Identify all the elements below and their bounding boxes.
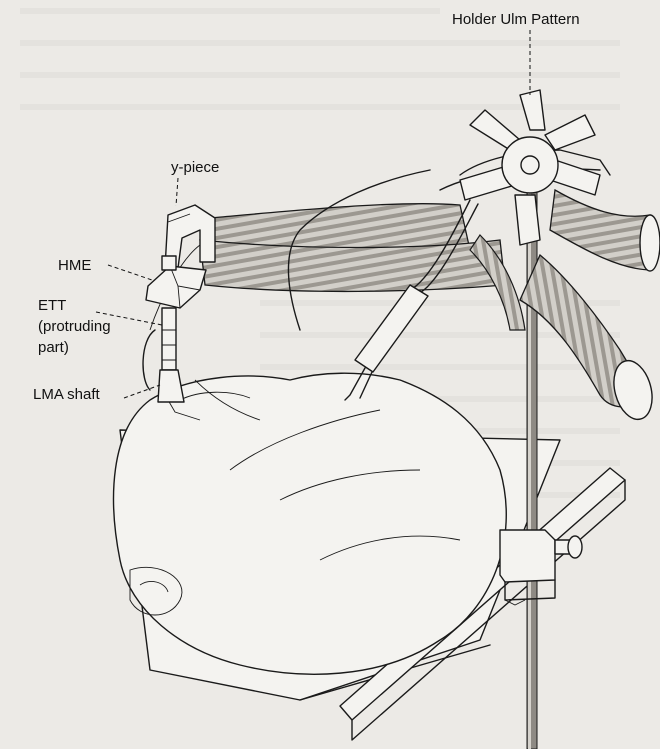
hme-filter bbox=[146, 256, 206, 308]
leader-lma bbox=[124, 385, 160, 398]
leader-ypiece bbox=[176, 178, 178, 206]
label-lma-shaft: LMA shaft bbox=[33, 386, 101, 403]
hose-right-upper bbox=[550, 190, 660, 271]
ett-tube bbox=[162, 308, 176, 370]
label-hme: HME bbox=[58, 257, 91, 274]
patient-head bbox=[114, 373, 507, 674]
lma-shaft bbox=[158, 370, 184, 402]
breathing-hose-lower bbox=[200, 240, 505, 291]
label-ett-1: ETT bbox=[38, 297, 66, 314]
label-y-piece: y-piece bbox=[171, 159, 219, 176]
pole-clamp bbox=[500, 530, 582, 605]
label-ett-2: (protruding bbox=[38, 318, 111, 335]
label-holder: Holder Ulm Pattern bbox=[452, 11, 580, 28]
label-ett-3: part) bbox=[38, 339, 69, 356]
leader-hme bbox=[108, 265, 152, 280]
